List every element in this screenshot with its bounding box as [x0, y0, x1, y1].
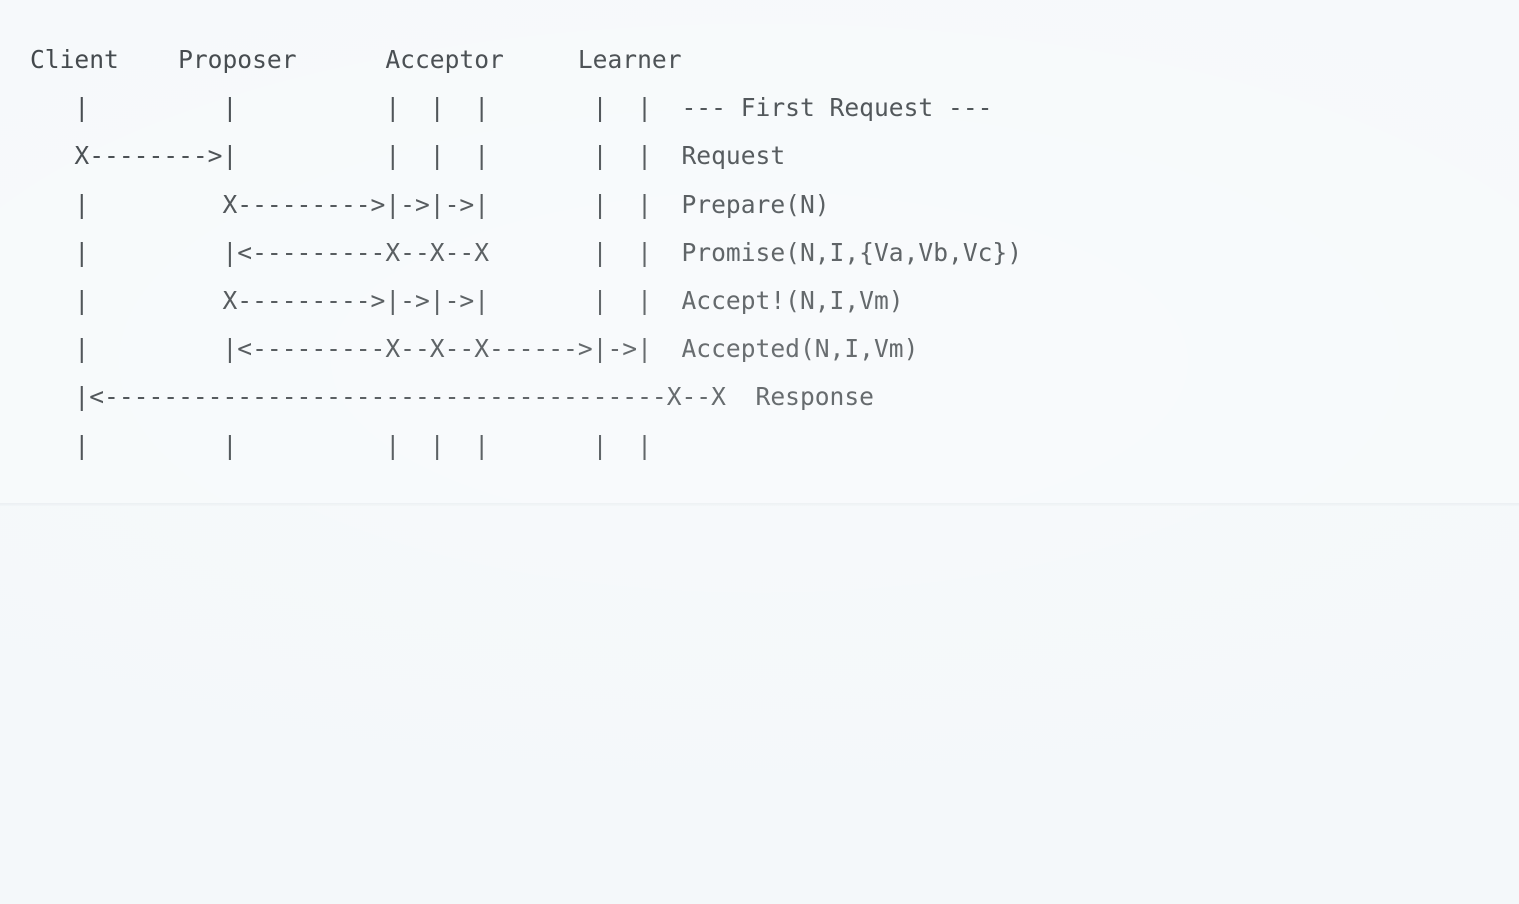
panel-following-requests: Client Proposer Acceptor Learner | | | |… — [0, 506, 1519, 904]
panel-divider — [0, 503, 1519, 506]
panel-first-request: Client Proposer Acceptor Learner | | | |… — [30, 45, 1023, 460]
ascii-art-first-request: Client Proposer Acceptor Learner | | | |… — [30, 45, 1023, 460]
